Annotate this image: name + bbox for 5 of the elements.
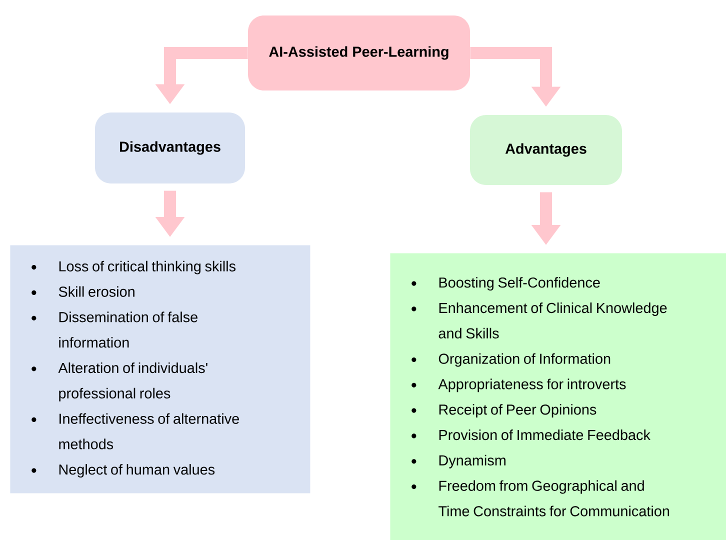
title-box: AI-Assisted Peer-Learning [248, 16, 470, 90]
list-panel: Loss of critical thinking skills Skill erosion Dissemination of false information Alteration of individuals' professional roles Ineffectiveness of alternative methods Neglect of human values [10, 245, 310, 494]
category-box: Disadvantages [95, 112, 245, 184]
category-box: Advantages [470, 115, 622, 185]
list-panel: Boosting Self-Confidence Enhancement of Clinical Knowledge and Skills Organization of Information Appropriateness for introverts Receipt of Peer Opinions Provision of Immediate Feedback Dynamism Freedom from Geographical and Time Constraints for Communication [390, 253, 726, 540]
